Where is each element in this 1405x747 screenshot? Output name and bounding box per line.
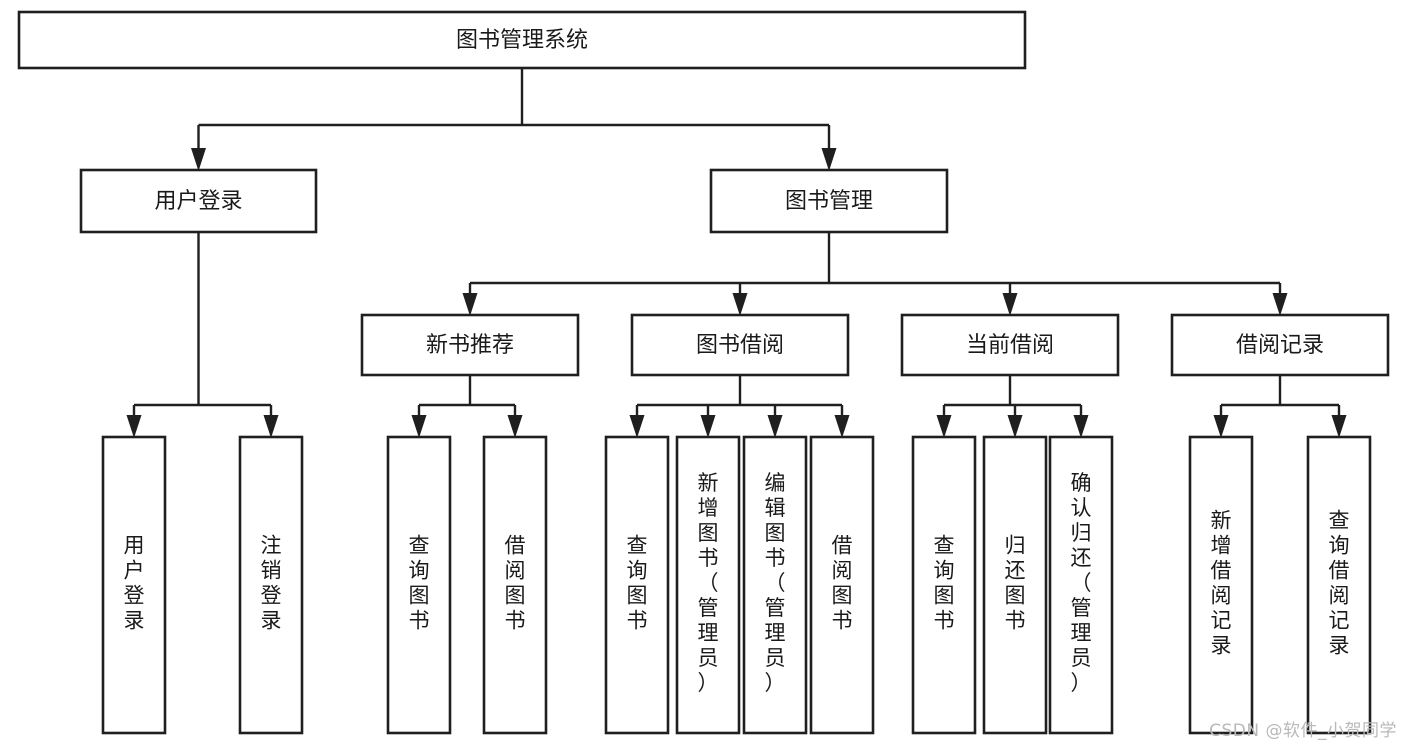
- node-leaf-query-book-current[interactable]: 查询图书: [911, 435, 977, 735]
- node-root[interactable]: 图书管理系统: [17, 10, 1027, 70]
- node-box-leaf-borrow-book[interactable]: [809, 435, 875, 735]
- node-label-leaf-query-book-borrow: 查询图书: [627, 534, 648, 633]
- node-box-leaf-user-login[interactable]: [101, 435, 167, 735]
- node-leaf-borrow-book-rec[interactable]: 借阅图书: [482, 435, 548, 735]
- connector-group-user-login: [126, 232, 279, 438]
- connector-group-root: [191, 68, 837, 171]
- connector-group-book-manage: [462, 232, 1288, 316]
- node-leaf-return-book[interactable]: 归还图书: [982, 435, 1048, 735]
- node-label-leaf-confirm-return: 确认归还（管理员）: [1071, 471, 1092, 695]
- node-label-leaf-return-book: 归还图书: [1005, 534, 1026, 633]
- node-box-book-manage[interactable]: [709, 168, 949, 234]
- connector-group-book-borrow: [629, 375, 850, 438]
- node-box-leaf-borrow-book-rec[interactable]: [482, 435, 548, 735]
- node-box-leaf-add-record[interactable]: [1188, 435, 1254, 735]
- node-box-book-borrow[interactable]: [630, 313, 850, 377]
- node-leaf-query-book-rec[interactable]: 查询图书: [386, 435, 452, 735]
- connector-group-borrow-record: [1213, 375, 1347, 438]
- node-box-leaf-add-book[interactable]: [675, 435, 741, 735]
- node-label-leaf-query-book-rec: 查询图书: [409, 534, 430, 633]
- node-book-manage[interactable]: 图书管理: [709, 168, 949, 234]
- node-label-leaf-user-logout: 注销登录: [261, 534, 282, 633]
- node-leaf-add-book[interactable]: 新增图书（管理员）: [675, 435, 741, 735]
- node-box-leaf-edit-book[interactable]: [742, 435, 808, 735]
- node-user-login[interactable]: 用户登录: [79, 168, 318, 234]
- node-label-current-borrow: 当前借阅: [966, 333, 1054, 358]
- node-leaf-edit-book[interactable]: 编辑图书（管理员）: [742, 435, 808, 735]
- node-label-borrow-record: 借阅记录: [1236, 333, 1324, 358]
- connector-group-new-book-recommend: [411, 375, 523, 438]
- node-box-leaf-user-logout[interactable]: [238, 435, 304, 735]
- node-label-root: 图书管理系统: [456, 28, 588, 53]
- node-box-leaf-query-record[interactable]: [1306, 435, 1372, 735]
- node-label-leaf-query-book-current: 查询图书: [934, 534, 955, 633]
- node-box-root[interactable]: [17, 10, 1027, 70]
- node-layer: 图书管理系统用户登录图书管理新书推荐图书借阅当前借阅借阅记录用户登录注销登录查询…: [17, 10, 1390, 735]
- node-leaf-query-book-borrow[interactable]: 查询图书: [604, 435, 670, 735]
- node-label-book-manage: 图书管理: [785, 189, 873, 214]
- node-label-leaf-borrow-book: 借阅图书: [832, 534, 853, 633]
- node-box-leaf-return-book[interactable]: [982, 435, 1048, 735]
- node-leaf-user-login[interactable]: 用户登录: [101, 435, 167, 735]
- node-leaf-user-logout[interactable]: 注销登录: [238, 435, 304, 735]
- node-label-user-login: 用户登录: [154, 189, 242, 214]
- node-leaf-confirm-return[interactable]: 确认归还（管理员）: [1048, 435, 1114, 735]
- node-leaf-query-record[interactable]: 查询借阅记录: [1306, 435, 1372, 735]
- node-label-leaf-query-record: 查询借阅记录: [1329, 509, 1350, 658]
- node-label-new-book-recommend: 新书推荐: [426, 333, 514, 358]
- node-box-borrow-record[interactable]: [1170, 313, 1390, 377]
- node-box-leaf-query-book-borrow[interactable]: [604, 435, 670, 735]
- node-box-leaf-query-book-current[interactable]: [911, 435, 977, 735]
- node-leaf-add-record[interactable]: 新增借阅记录: [1188, 435, 1254, 735]
- node-box-user-login[interactable]: [79, 168, 318, 234]
- node-borrow-record[interactable]: 借阅记录: [1170, 313, 1390, 377]
- node-leaf-borrow-book[interactable]: 借阅图书: [809, 435, 875, 735]
- node-label-leaf-borrow-book-rec: 借阅图书: [505, 534, 526, 633]
- node-current-borrow[interactable]: 当前借阅: [900, 313, 1120, 377]
- node-box-leaf-confirm-return[interactable]: [1048, 435, 1114, 735]
- connector-layer: [126, 68, 1347, 438]
- node-label-leaf-add-book: 新增图书（管理员）: [698, 471, 719, 695]
- node-label-leaf-user-login: 用户登录: [124, 534, 145, 633]
- connector-group-current-borrow: [936, 375, 1089, 438]
- node-box-leaf-query-book-rec[interactable]: [386, 435, 452, 735]
- node-book-borrow[interactable]: 图书借阅: [630, 313, 850, 377]
- node-label-leaf-edit-book: 编辑图书（管理员）: [765, 471, 786, 695]
- node-label-leaf-add-record: 新增借阅记录: [1211, 509, 1232, 658]
- node-box-new-book-recommend[interactable]: [360, 313, 580, 377]
- node-label-book-borrow: 图书借阅: [696, 333, 784, 358]
- node-box-current-borrow[interactable]: [900, 313, 1120, 377]
- node-new-book-recommend[interactable]: 新书推荐: [360, 313, 580, 377]
